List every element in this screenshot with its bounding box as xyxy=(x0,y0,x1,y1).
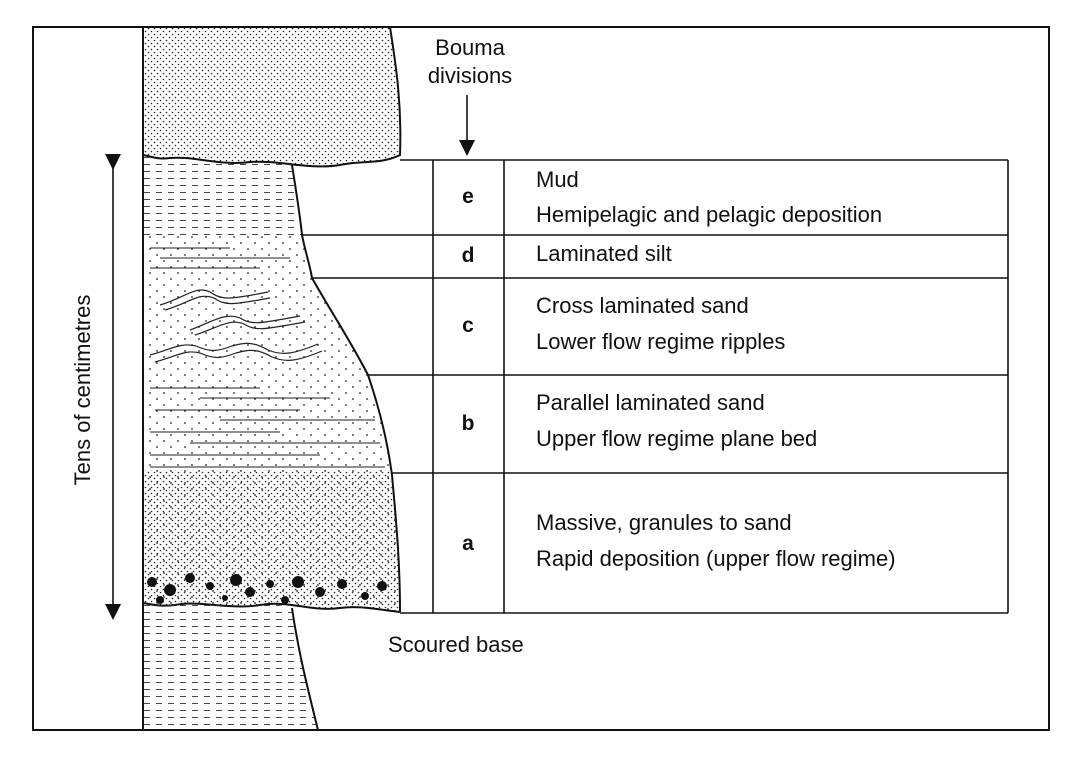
division-letter-b: b xyxy=(462,412,475,435)
division-letter-e: e xyxy=(462,185,474,208)
division-a-line2: Rapid deposition (upper flow regime) xyxy=(536,546,896,571)
outer-frame xyxy=(32,26,1050,731)
header-title-line1: Bouma xyxy=(435,35,505,60)
silt-laminae xyxy=(150,247,290,269)
scoured-base-label: Scoured base xyxy=(388,632,524,657)
division-letter-d: d xyxy=(462,244,475,267)
massive-zone xyxy=(143,470,400,612)
division-e-line1: Mud xyxy=(536,167,579,192)
division-letter-a: a xyxy=(462,532,474,555)
mud-layer xyxy=(143,155,302,235)
basal-granules xyxy=(147,573,387,604)
division-c-line2: Lower flow regime ripples xyxy=(536,329,785,354)
division-b-line2: Upper flow regime plane bed xyxy=(536,426,817,451)
parallel-laminae xyxy=(150,387,385,468)
division-a-line1: Massive, granules to sand xyxy=(536,510,792,535)
lower-mud-bed xyxy=(143,603,318,730)
axis-label: Tens of centimetres xyxy=(70,295,95,486)
division-d-line1: Laminated silt xyxy=(536,241,672,266)
column-right-edge xyxy=(291,164,401,613)
ripple-laminae xyxy=(149,289,323,363)
division-c-line1: Cross laminated sand xyxy=(536,293,749,318)
lower-bed-right-edge xyxy=(291,607,319,731)
division-table xyxy=(302,159,1009,614)
division-e-line2: Hemipelagic and pelagic deposition xyxy=(536,202,882,227)
division-b-line1: Parallel laminated sand xyxy=(536,390,765,415)
division-letter-c: c xyxy=(462,314,474,337)
upper-sand-bed xyxy=(142,26,402,168)
header-title-line2: divisions xyxy=(428,63,512,88)
